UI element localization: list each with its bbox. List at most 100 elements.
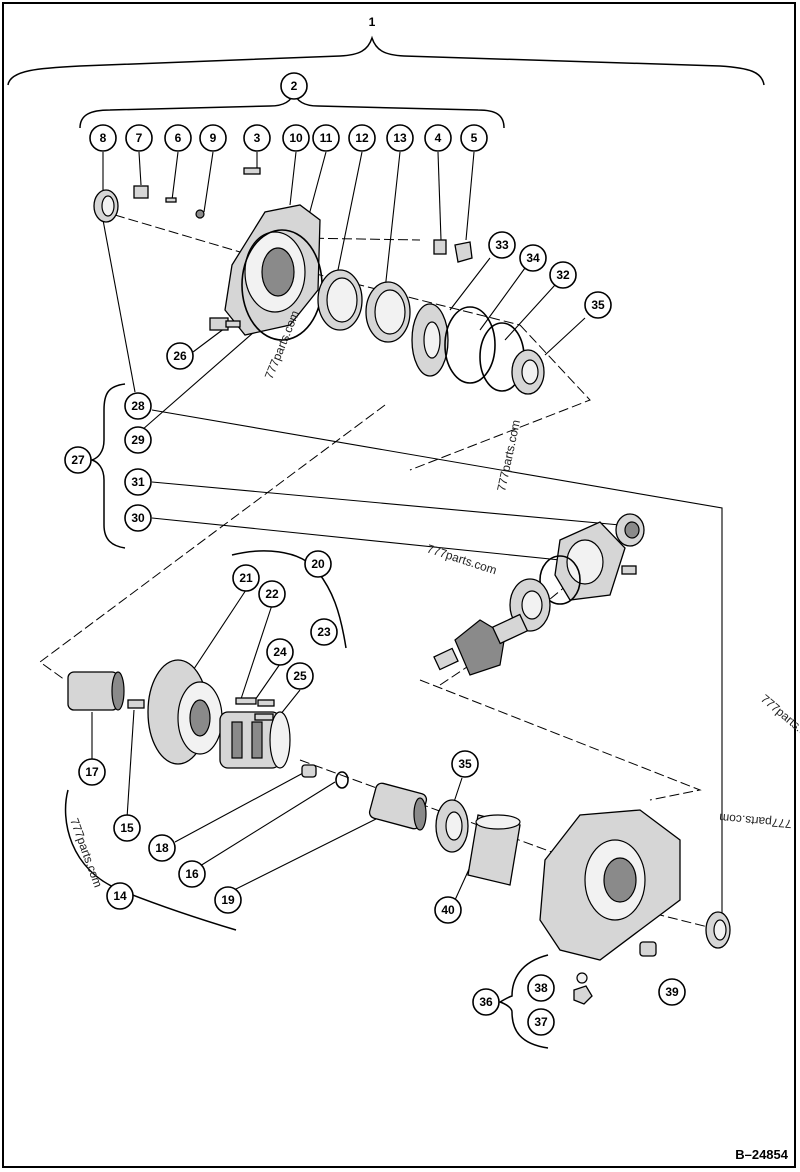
- callout-14: 14: [106, 882, 134, 910]
- svg-text:28: 28: [131, 399, 145, 413]
- part-pin-25: [254, 713, 274, 721]
- callout-38: 38: [527, 974, 555, 1002]
- svg-text:3: 3: [254, 131, 261, 145]
- callout-33: 33: [488, 231, 516, 259]
- svg-text:35: 35: [458, 757, 472, 771]
- svg-text:31: 31: [131, 475, 145, 489]
- svg-text:17: 17: [85, 765, 99, 779]
- callout-3: 3: [243, 124, 271, 152]
- callout-10: 10: [282, 124, 310, 152]
- callout-20: 20: [304, 550, 332, 578]
- svg-text:24: 24: [273, 645, 287, 659]
- svg-text:22: 22: [265, 587, 279, 601]
- svg-text:18: 18: [155, 841, 169, 855]
- part-nut-37: [573, 985, 593, 1005]
- svg-text:14: 14: [113, 889, 127, 903]
- callout-6: 6: [164, 124, 192, 152]
- svg-text:20: 20: [311, 557, 325, 571]
- part-bearing-35-lower: [435, 799, 469, 853]
- part-washer-38: [576, 972, 588, 984]
- callout-24: 24: [266, 638, 294, 666]
- callout-34: 34: [519, 244, 547, 272]
- svg-text:19: 19: [221, 893, 235, 907]
- watermark-2: 777parts.com: [494, 419, 523, 493]
- watermark-5: 777parts.com: [719, 811, 793, 831]
- part-bushing-18: [301, 764, 317, 778]
- svg-text:6: 6: [175, 131, 182, 145]
- axis-line-upper: [114, 214, 591, 471]
- watermark-3: 777parts.com: [425, 542, 498, 578]
- svg-text:40: 40: [441, 903, 455, 917]
- part-carrier-30: [554, 521, 637, 601]
- part-washer-16: [335, 771, 349, 789]
- part-bearing-cup-12: [317, 269, 363, 331]
- svg-text:29: 29: [131, 433, 145, 447]
- svg-text:15: 15: [120, 821, 134, 835]
- callout-26: 26: [166, 342, 194, 370]
- callout-2: 2: [280, 72, 308, 100]
- svg-text:4: 4: [435, 131, 442, 145]
- svg-text:2: 2: [291, 79, 298, 93]
- callout-4: 4: [424, 124, 452, 152]
- callout-31: 31: [124, 468, 152, 496]
- svg-text:11: 11: [320, 131, 333, 145]
- callout-8: 8: [89, 124, 117, 152]
- svg-text:25: 25: [293, 669, 307, 683]
- part-seal-8: [93, 189, 119, 223]
- callout-19: 19: [214, 886, 242, 914]
- assembly-brace-1: [7, 35, 765, 86]
- callout-29: 29: [124, 426, 152, 454]
- callout-30: 30: [124, 504, 152, 532]
- part-bushing-40: [467, 814, 521, 886]
- part-sleeve-19: [368, 782, 428, 831]
- part-differential-case: [219, 711, 291, 769]
- callout-5: 5: [460, 124, 488, 152]
- callout-11: 11: [312, 124, 340, 152]
- part-pin-22: [235, 697, 257, 705]
- svg-text:35: 35: [591, 298, 605, 312]
- group-brace-27: [89, 383, 126, 549]
- svg-text:38: 38: [534, 981, 548, 995]
- part-axle-housing: [539, 809, 681, 961]
- drawing-reference-code: B–24854: [735, 1147, 788, 1162]
- svg-text:26: 26: [173, 349, 187, 363]
- callout-1: 1: [369, 15, 376, 29]
- part-plate-33: [411, 303, 449, 377]
- svg-text:37: 37: [534, 1015, 548, 1029]
- callout-35-upper: 35: [584, 291, 612, 319]
- part-shim-34: [444, 306, 496, 384]
- leader-lines: [91, 151, 723, 915]
- svg-text:34: 34: [526, 251, 540, 265]
- group-brace-36: [498, 954, 549, 1049]
- svg-text:10: 10: [289, 131, 303, 145]
- part-clip-5: [454, 241, 473, 263]
- callout-9: 9: [199, 124, 227, 152]
- callout-7: 7: [125, 124, 153, 152]
- part-pin-24: [257, 699, 275, 707]
- part-washer-9: [195, 209, 205, 219]
- svg-text:12: 12: [355, 131, 369, 145]
- svg-text:32: 32: [556, 268, 570, 282]
- callout-23: 23: [310, 618, 338, 646]
- callout-16: 16: [178, 860, 206, 888]
- svg-text:13: 13: [393, 131, 407, 145]
- callout-22: 22: [258, 580, 286, 608]
- svg-text:1: 1: [369, 15, 376, 29]
- svg-text:33: 33: [495, 238, 509, 252]
- part-ring-gear-21: [147, 659, 223, 765]
- svg-text:27: 27: [71, 453, 85, 467]
- svg-text:8: 8: [100, 131, 107, 145]
- part-housing-10: [224, 204, 321, 336]
- svg-text:5: 5: [471, 131, 478, 145]
- svg-text:16: 16: [185, 867, 199, 881]
- svg-text:21: 21: [239, 571, 253, 585]
- part-spacer-17: [67, 671, 125, 711]
- callout-32: 32: [549, 261, 577, 289]
- part-plug-39: [639, 941, 657, 957]
- callout-13: 13: [386, 124, 414, 152]
- callout-40: 40: [434, 896, 462, 924]
- callout-15: 15: [113, 814, 141, 842]
- callout-25: 25: [286, 662, 314, 690]
- svg-text:39: 39: [665, 985, 679, 999]
